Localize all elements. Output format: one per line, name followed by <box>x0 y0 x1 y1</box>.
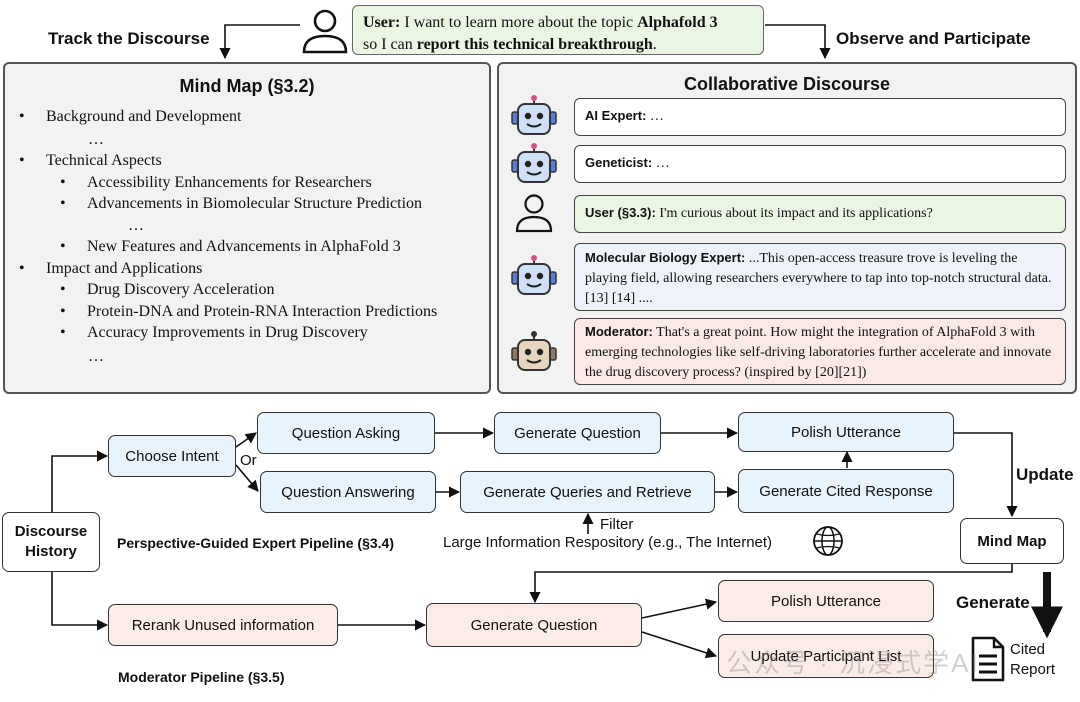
polish-utterance-node: Polish Utterance <box>738 412 954 452</box>
history-to-rerank <box>51 572 109 631</box>
discourse-history-node: Discourse History <box>2 512 100 572</box>
choose-intent-node: Choose Intent <box>108 435 236 477</box>
track-discourse-label: Track the Discourse <box>48 29 210 48</box>
molecular-biology-robot-icon <box>511 255 557 295</box>
user-topic: Alphafold 3 <box>637 14 718 31</box>
generate-queries-node: Generate Queries and Retrieve <box>460 471 715 513</box>
moderator-polish-utterance-node: Polish Utterance <box>718 580 934 622</box>
mindmap-to-moderator <box>529 564 1013 604</box>
message-text: … <box>652 156 670 171</box>
track-arrow <box>219 24 300 60</box>
message-text: That's a great point. How might the inte… <box>585 325 1052 380</box>
question-asking-node: Question Asking <box>257 412 435 454</box>
message-ai-expert: AI Expert: … <box>574 98 1066 136</box>
user-request-bubble: User: I want to learn more about the top… <box>352 5 764 55</box>
moderator-pipeline-label: Moderator Pipeline (§3.5) <box>118 669 285 685</box>
mind-map-item: Impact and Applications <box>19 260 202 278</box>
mind-map-node: Mind Map <box>960 518 1064 564</box>
or-label: Or <box>240 452 257 469</box>
question-answering-node: Question Answering <box>260 471 436 513</box>
genq-to-participants <box>641 631 718 659</box>
generate-question-node: Generate Question <box>494 412 661 454</box>
mind-map-subitem: New Features and Advancements in AlphaFo… <box>60 238 401 256</box>
message-geneticist: Geneticist: … <box>574 145 1066 183</box>
intent-to-asking <box>235 432 257 448</box>
filter-label: Filter <box>600 516 634 533</box>
user-text-2: so I can <box>363 36 417 53</box>
user-prefix: User: <box>363 14 401 31</box>
discourse-title: Collaborative Discourse <box>683 74 891 94</box>
message-text: … <box>646 109 664 124</box>
mind-map-subitem: Protein-DNA and Protein-RNA Interaction … <box>60 303 437 321</box>
message-user: User (§3.3): I'm curious about its impac… <box>574 195 1066 233</box>
mind-map-ellipsis: … <box>128 217 144 234</box>
speaker-moderator: Moderator: <box>585 324 653 339</box>
mind-map-ellipsis: … <box>88 348 104 365</box>
watermark: 公众号 · 沉浸式学AI <box>726 648 980 678</box>
observe-participate-label: Observe and Participate <box>836 29 1031 48</box>
update-arrow <box>954 432 1018 518</box>
document-icon <box>971 636 1005 682</box>
genq-to-modpolish <box>641 598 718 619</box>
cited-report-label: Cited Report <box>1010 641 1056 678</box>
mind-map-title: Mind Map (§3.2) <box>179 76 315 96</box>
user-icon <box>302 9 348 54</box>
intent-to-answering <box>235 464 259 492</box>
mind-map-subitem: Drug Discovery Acceleration <box>60 281 275 299</box>
mind-map-item: Technical Aspects <box>19 152 162 170</box>
update-participant-list-node: Update Participant List <box>718 634 934 678</box>
moderator-generate-question-node: Generate Question <box>426 603 642 647</box>
expert-pipeline-label: Perspective-Guided Expert Pipeline (§3.4… <box>117 535 394 551</box>
update-label: Update <box>1016 465 1074 484</box>
mind-map-subitem: Advancements in Biomolecular Structure P… <box>60 195 422 213</box>
rerank-node: Rerank Unused information <box>108 604 338 646</box>
speaker-geneticist: Geneticist: <box>585 155 653 170</box>
ai-expert-robot-icon <box>511 95 557 135</box>
mind-map-item: Background and Development <box>19 108 241 126</box>
history-to-intent <box>51 450 109 512</box>
speaker-ai-expert: AI Expert: <box>585 108 647 123</box>
observe-arrow <box>765 24 831 60</box>
user-icon <box>515 194 553 233</box>
user-goal: report this technical breakthrough <box>416 36 653 53</box>
moderator-robot-icon <box>511 331 557 371</box>
speaker-molecular-biology-expert: Molecular Biology Expert: <box>585 250 746 265</box>
mind-map-ellipsis: … <box>88 131 104 148</box>
info-repository-label: Large Information Respository (e.g., The… <box>443 534 773 551</box>
message-molecular-biology-expert: Molecular Biology Expert: ...This open-a… <box>574 243 1066 311</box>
message-text: I'm curious about its impact and its app… <box>655 206 933 221</box>
user-text-1: I want to learn more about the topic <box>400 14 638 31</box>
message-text: ...This open-access treasure trove is le… <box>585 251 1052 306</box>
generate-cited-response-node: Generate Cited Response <box>738 469 954 513</box>
speaker-user: User (§3.3): <box>585 205 656 220</box>
user-end: . <box>652 36 657 53</box>
geneticist-robot-icon <box>511 143 557 183</box>
mind-map-subitem: Accuracy Improvements in Drug Discovery <box>60 324 368 342</box>
generate-label: Generate <box>956 593 1030 612</box>
globe-icon <box>813 526 843 556</box>
message-moderator: Moderator: That's a great point. How mig… <box>574 318 1066 385</box>
mind-map-subitem: Accessibility Enhancements for Researche… <box>60 174 372 192</box>
